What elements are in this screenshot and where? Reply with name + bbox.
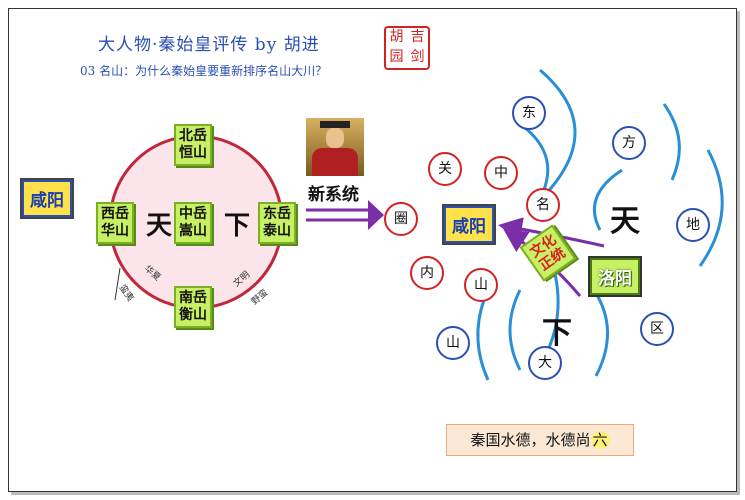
seal-char: 胡 xyxy=(389,29,404,45)
glyph-tian: 天 xyxy=(146,211,173,241)
mountain-north: 北岳 恒山 xyxy=(174,124,212,166)
mountain-west: 西岳 华山 xyxy=(96,202,134,244)
water-virtue-note: 秦国水德，水德尚六 xyxy=(446,424,634,456)
divider-line xyxy=(114,267,121,301)
bubble-guan: 关 xyxy=(428,152,462,186)
highlight-xia: 下 xyxy=(536,308,574,352)
bubble-circle: 圈 xyxy=(384,202,418,236)
seal-char: 园 xyxy=(389,49,404,65)
note-text: 秦国水德，水德尚 xyxy=(470,431,591,449)
main-arrow-head xyxy=(368,200,384,230)
bubble-fang: 方 xyxy=(612,126,646,160)
glyph-xia: 下 xyxy=(224,211,251,241)
bubble-di: 地 xyxy=(676,208,710,242)
river-arc xyxy=(476,299,490,381)
page-subtitle: 03 名山：为什么秦始皇要重新排序名山大川？ xyxy=(80,64,328,78)
river-arc xyxy=(538,68,577,202)
right-city-luoyang: 洛阳 xyxy=(588,256,642,297)
bubble-zhong: 中 xyxy=(484,156,518,190)
left-city-xianyang: 咸阳 xyxy=(20,178,74,219)
mountain-center: 中岳 嵩山 xyxy=(174,202,212,244)
right-city-xianyang: 咸阳 xyxy=(442,204,496,245)
note-six: 六 xyxy=(590,431,610,449)
mountain-east: 东岳 泰山 xyxy=(258,202,296,244)
river-arc xyxy=(592,289,609,377)
bubble-nei: 内 xyxy=(410,256,444,290)
bubble-shan-2: 山 xyxy=(436,326,470,360)
emperor-portrait xyxy=(306,118,364,176)
river-arc xyxy=(698,149,724,267)
bubble-dong: 东 xyxy=(512,96,546,130)
bubble-qu: 区 xyxy=(640,312,674,346)
seal-char: 吉 xyxy=(410,29,425,45)
bubble-ming: 名 xyxy=(526,188,560,222)
page-title: 大人物·秦始皇评传 by 胡进 xyxy=(98,35,320,55)
seal-char: 剑 xyxy=(410,49,425,65)
river-arc xyxy=(592,168,623,231)
new-system-label: 新系统 xyxy=(308,185,359,205)
seal-stamp: 胡 吉 园 剑 xyxy=(384,26,430,70)
bubble-shan-1: 山 xyxy=(464,268,498,302)
river-arc xyxy=(662,103,681,181)
mountain-south: 南岳 衡山 xyxy=(174,286,212,328)
highlight-tian: 天 xyxy=(604,196,642,240)
bubble-da: 大 xyxy=(528,346,562,380)
river-arc xyxy=(508,289,522,371)
